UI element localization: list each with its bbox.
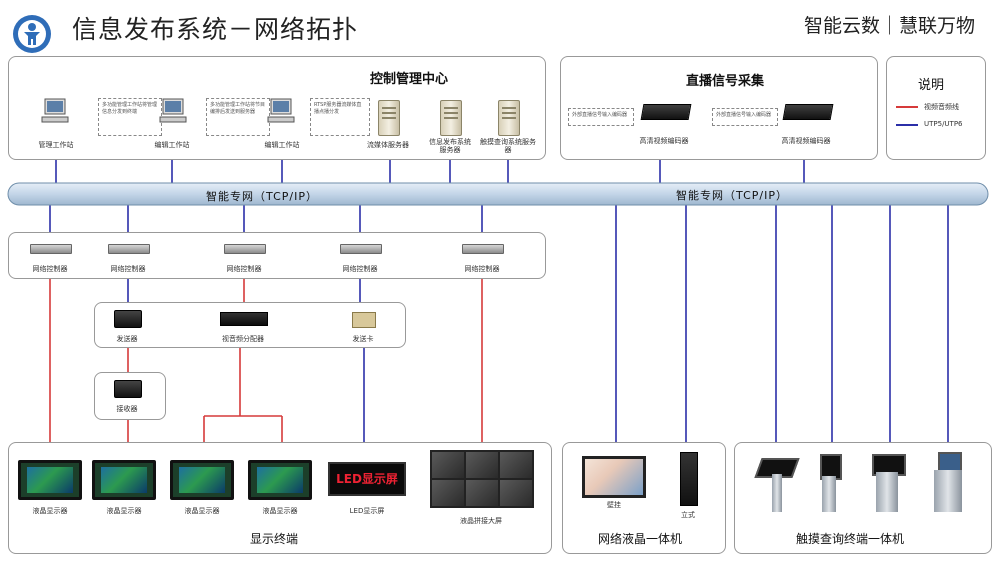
terminal-label: 液晶显示器: [106, 507, 142, 515]
controller-label: 网络控制器: [110, 265, 146, 273]
device-label: 高清视频编码器: [781, 137, 831, 145]
receiver-label: 接收器: [116, 405, 138, 413]
network-lines: [49, 158, 949, 442]
controller-icon: [462, 244, 504, 254]
controllers-panel: [8, 232, 546, 279]
network-bus: [7, 182, 989, 206]
device-label: 信息发布系统服务器: [429, 138, 471, 154]
touch-kiosk-stand: [822, 476, 836, 512]
allinone-label: 立式: [681, 511, 695, 519]
controller-label: 网络控制器: [32, 265, 68, 273]
wall-mount-screen-icon: [582, 456, 646, 498]
sender-label: 发送器: [116, 335, 138, 343]
streaming-server-icon: [378, 100, 400, 136]
encoder-icon: [640, 104, 692, 120]
note: RTSP服务器流媒体直播点播分发: [310, 98, 370, 136]
controller-icon: [224, 244, 266, 254]
device-label: 管理工作站: [38, 141, 74, 149]
terminal-label: 液晶显示器: [262, 507, 298, 515]
av-lines: [49, 277, 483, 442]
note: 多功能管理工作站将节目编排后发送到服务器: [206, 98, 270, 136]
legend-swatch-av: [896, 106, 918, 108]
logo-icon: [12, 14, 52, 54]
live-capture-title: 直播信号采集: [686, 74, 765, 89]
touch-kiosk-stand: [876, 472, 898, 512]
controller-label: 网络控制器: [464, 265, 500, 273]
encoder-icon: [782, 104, 834, 120]
standing-screen-icon: [680, 452, 698, 506]
sender-icon: [114, 310, 142, 328]
device-label: 流媒体服务器: [367, 141, 409, 149]
legend-label: UTP5/UTP6: [924, 120, 963, 128]
control-center-title: 控制管理中心: [370, 72, 449, 87]
brand-slogan: 智能云数｜慧联万物: [804, 15, 976, 37]
edit-workstation-icon: [158, 98, 188, 126]
device-label: 高清视频编码器: [639, 137, 689, 145]
terminal-label: LED显示屏: [349, 507, 385, 515]
page-title: 信息发布系统－网络拓扑: [72, 15, 359, 44]
legend-swatch-network: [896, 124, 918, 126]
splitter-label: 视音频分配器: [222, 335, 264, 343]
device-label: 编辑工作站: [264, 141, 300, 149]
info-server-icon: [440, 100, 462, 136]
terminal-label: 液晶显示器: [184, 507, 220, 515]
controller-icon: [108, 244, 150, 254]
note: 外部直播信号输入编码器: [712, 108, 778, 126]
lcd-allinone-title: 网络液晶一体机: [598, 532, 683, 546]
bus-label: 智能专网（TCP/IP）: [676, 189, 788, 202]
edit-workstation-icon: [266, 98, 296, 126]
led-screen: LED显示屏: [328, 462, 406, 496]
device-label: 触摸查询系统服务器: [480, 138, 536, 154]
video-wall-icon: [430, 450, 534, 508]
lcd-monitor-icon: [170, 460, 234, 500]
terminal-label: 液晶显示器: [32, 507, 68, 515]
legend-panel: [886, 56, 986, 160]
controller-label: 网络控制器: [226, 265, 262, 273]
touch-kiosk-stand: [772, 474, 782, 512]
management-workstation-icon: [40, 98, 70, 126]
device-label: 编辑工作站: [154, 141, 190, 149]
note: 外部直播信号输入编码器: [568, 108, 634, 126]
lcd-monitor-icon: [18, 460, 82, 500]
lcd-monitor-icon: [92, 460, 156, 500]
controller-icon: [30, 244, 72, 254]
touch-kiosk-stand: [934, 470, 962, 512]
allinone-label: 壁挂: [607, 501, 621, 509]
touch-terminals-title: 触摸查询终端一体机: [796, 532, 905, 546]
lcd-monitor-icon: [248, 460, 312, 500]
controller-label: 网络控制器: [342, 265, 378, 273]
touch-server-icon: [498, 100, 520, 136]
terminal-label: 液晶拼接大屏: [460, 517, 502, 525]
legend-title: 说明: [918, 78, 945, 93]
legend-label: 视频音频线: [924, 103, 959, 111]
splitter-icon: [220, 312, 268, 326]
bus-label: 智能专网（TCP/IP）: [206, 190, 318, 203]
sender-card-icon: [352, 312, 376, 328]
display-terminals-title: 显示终端: [250, 532, 299, 546]
receiver-icon: [114, 380, 142, 398]
controller-icon: [340, 244, 382, 254]
note: 多功能管理工作站将管理信息分发到终端: [98, 98, 162, 136]
card-label: 发送卡: [352, 335, 374, 343]
